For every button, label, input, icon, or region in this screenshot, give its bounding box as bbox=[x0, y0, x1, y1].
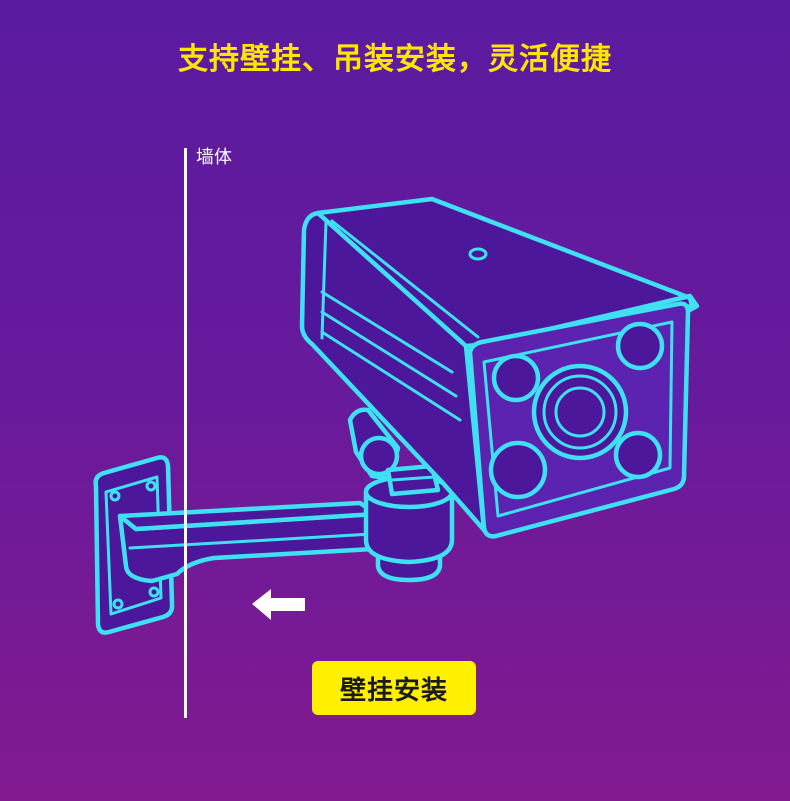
camera-body bbox=[299, 196, 700, 539]
wall-label: 墙体 bbox=[196, 147, 232, 168]
camera-neck bbox=[347, 407, 441, 497]
screw-hole bbox=[148, 586, 160, 598]
mount-arm bbox=[117, 500, 379, 584]
screw-hole bbox=[145, 480, 157, 492]
ir-led bbox=[615, 321, 665, 371]
camera-side-grooves bbox=[320, 290, 462, 422]
ball-joint bbox=[358, 435, 400, 477]
left-arrow-icon bbox=[252, 589, 305, 620]
wall-line bbox=[184, 148, 187, 718]
screw-hole bbox=[112, 598, 124, 610]
ir-led bbox=[491, 353, 541, 403]
camera-top-face bbox=[315, 196, 695, 349]
ir-led bbox=[488, 440, 548, 500]
wall-mount-mode-button: 壁挂安装 bbox=[312, 661, 476, 715]
camera-side-face bbox=[299, 210, 487, 533]
screw-hole bbox=[109, 490, 121, 502]
ir-led bbox=[613, 430, 663, 480]
wall-mount-mode-label: 壁挂安装 bbox=[339, 675, 448, 706]
page-title: 支持壁挂、吊装安装，灵活便捷 bbox=[178, 42, 612, 77]
camera-lens bbox=[531, 363, 629, 461]
camera-top-screw bbox=[468, 247, 488, 261]
